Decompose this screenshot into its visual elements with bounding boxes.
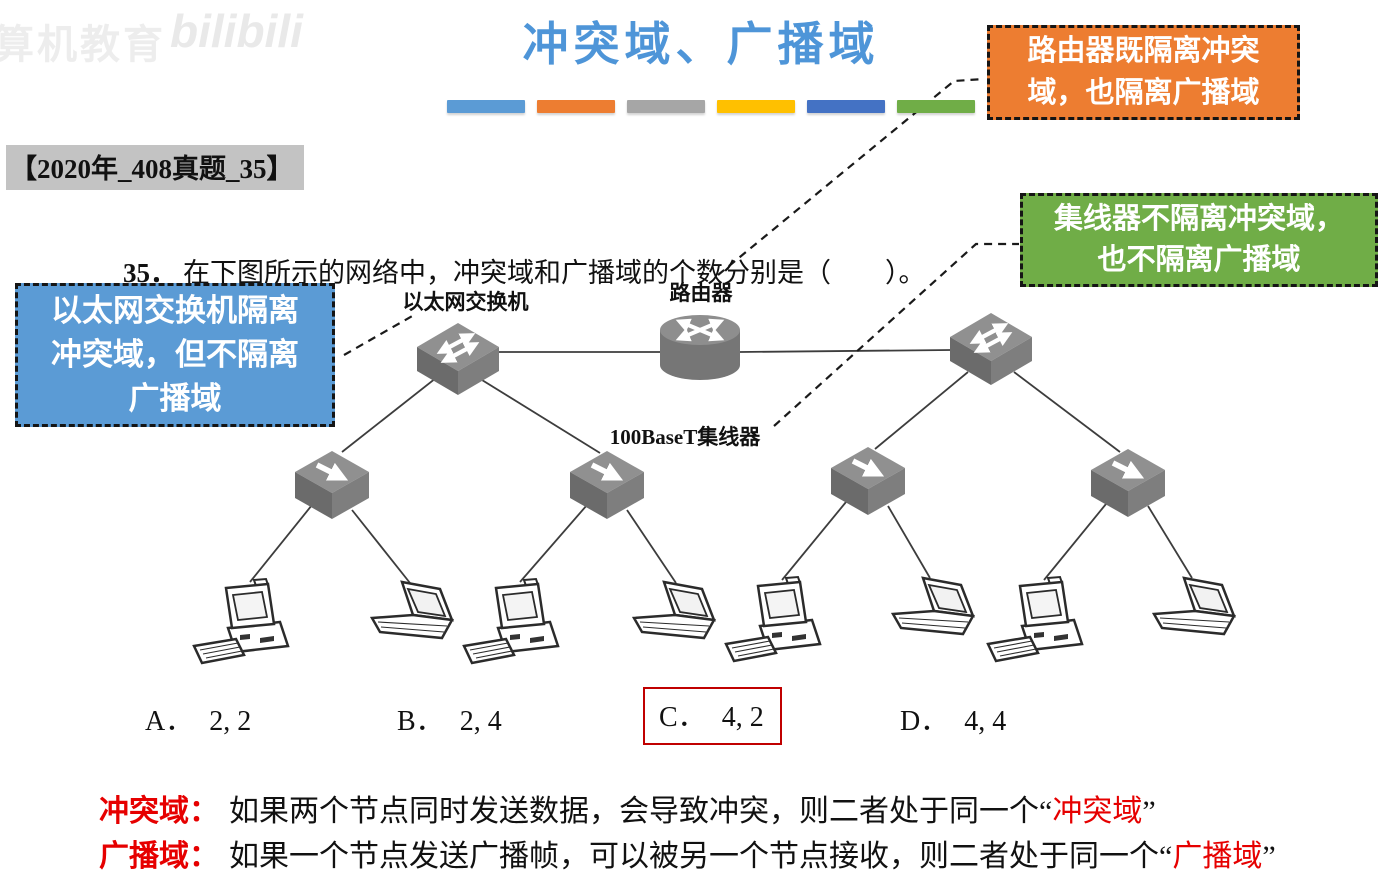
close-quote: ” — [1262, 840, 1276, 873]
callout-router-line-2: 域，也隔离广播域 — [1027, 76, 1260, 109]
hub-label: 100BaseT集线器 — [609, 425, 761, 449]
close-quote: ” — [1142, 795, 1156, 828]
hub1-icon — [295, 451, 369, 519]
callout-switch-line-3: 广播域 — [128, 381, 222, 416]
desktop-pc1-icon — [192, 577, 290, 665]
page-title: 冲突域、广播域 — [522, 18, 880, 70]
hub4-icon — [1091, 449, 1165, 517]
callout-switch-note: 以太网交换机隔离 冲突域，但不隔离 广播域 — [15, 283, 335, 427]
link-hub2-laptop2 — [626, 509, 677, 584]
callout-switch-line-2: 冲突域，但不隔离 — [51, 336, 299, 372]
laptop4-icon — [1152, 576, 1236, 636]
title-bar-4 — [717, 100, 795, 113]
title-bar-1 — [447, 100, 525, 113]
broadcast-domain-highlight: 广播域 — [1172, 840, 1263, 873]
link-router-switchR — [739, 349, 952, 353]
ethernet-switch-right-icon — [950, 313, 1032, 385]
desktop-pc4-icon — [986, 575, 1084, 663]
link-hub1-laptop1 — [351, 509, 411, 584]
router-label: 路由器 — [669, 281, 733, 305]
link-hub3-laptop3 — [887, 505, 931, 579]
open-quote: “ — [1039, 795, 1053, 828]
link-hub4-laptop4 — [1147, 505, 1193, 579]
collision-domain-body: 如果两个节点同时发送数据，会导致冲突，则二者处于同一个 — [229, 795, 1039, 828]
connector-green-callout — [773, 242, 1019, 427]
link-hub3-pc3 — [781, 501, 847, 581]
laptop2-icon — [632, 580, 716, 640]
desktop-pc2-icon — [462, 577, 560, 665]
connector-blue-callout — [343, 314, 415, 356]
title-underline-bars — [447, 100, 975, 113]
title-bar-3 — [627, 100, 705, 113]
network-links — [249, 349, 1193, 584]
option-b: B． 2, 4 — [397, 699, 502, 739]
option-a-value: 2, 2 — [209, 706, 252, 737]
option-c-value: 4, 2 — [721, 702, 764, 733]
open-quote: “ — [1159, 840, 1173, 873]
hub2-icon — [570, 451, 644, 519]
option-b-label: B． — [397, 706, 444, 737]
option-d-value: 4, 4 — [964, 706, 1007, 737]
link-hub4-pc4 — [1043, 503, 1107, 581]
callout-router-note: 路由器既隔离冲突 域，也隔离广播域 — [987, 25, 1300, 120]
bilibili-logo: bilibili — [170, 5, 303, 57]
link-switchR-hub4 — [1013, 371, 1121, 453]
router-icon — [660, 315, 740, 380]
link-switchL-hub1 — [341, 377, 437, 453]
callout-router-line-1: 路由器既隔离冲突 — [1027, 35, 1260, 68]
connector-orange-callout — [717, 77, 985, 276]
option-d: D． 4, 4 — [900, 699, 1006, 739]
option-c-answer-box: C． 4, 2 — [643, 687, 782, 745]
watermark-brand: 算机教育 — [0, 23, 166, 67]
option-a-label: A． — [145, 706, 194, 737]
callout-hub-note: 集线器不隔离冲突域， 也不隔离广播域 — [1020, 193, 1378, 287]
desktop-pc3-icon — [724, 575, 822, 663]
link-switchR-hub3 — [874, 371, 969, 450]
link-hub2-pc2 — [519, 504, 588, 583]
laptop1-icon — [370, 580, 454, 640]
link-switchL-hub2 — [481, 379, 601, 454]
laptop3-icon — [891, 576, 975, 636]
option-c-label: C． — [659, 702, 706, 733]
option-d-label: D． — [900, 706, 949, 737]
broadcast-domain-definition: 广播域： 如果一个节点发送广播帧，可以被另一个节点接收，则二者处于同一个“广播域” — [99, 831, 1276, 875]
callout-hub-line-2: 也不隔离广播域 — [1097, 244, 1301, 276]
callout-hub-line-1: 集线器不隔离冲突域， — [1053, 202, 1344, 235]
broadcast-domain-term: 广播域： — [99, 840, 219, 873]
collision-domain-definition: 冲突域： 如果两个节点同时发送数据，会导致冲突，则二者处于同一个“冲突域” — [99, 786, 1156, 830]
title-bar-2 — [537, 100, 615, 113]
title-bar-5 — [807, 100, 885, 113]
collision-domain-term: 冲突域： — [99, 795, 219, 828]
callout-switch-line-1: 以太网交换机隔离 — [51, 292, 299, 328]
title-bar-6 — [897, 100, 975, 113]
exam-tag: 【2020年_408真题_35】 — [6, 145, 304, 190]
hub3-icon — [831, 447, 905, 515]
broadcast-domain-body: 如果一个节点发送广播帧，可以被另一个节点接收，则二者处于同一个 — [229, 840, 1159, 873]
collision-domain-highlight: 冲突域 — [1052, 795, 1143, 828]
option-b-value: 2, 4 — [459, 706, 502, 737]
option-a: A． 2, 2 — [145, 699, 251, 739]
ethernet-switch-label: 以太网交换机 — [402, 290, 529, 314]
link-hub1-pc1 — [249, 504, 313, 583]
